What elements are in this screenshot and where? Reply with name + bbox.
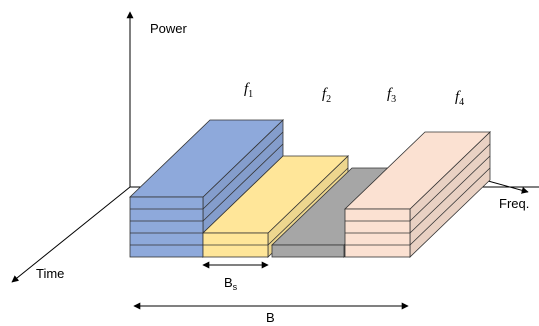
band-block-f4 xyxy=(344,131,491,258)
time-axis-label: Time xyxy=(36,266,64,281)
band-layer-line xyxy=(409,155,491,234)
band-label-f4: f4 xyxy=(455,89,464,108)
power-axis-label: Power xyxy=(150,21,188,36)
band-layer-line xyxy=(409,143,491,222)
total-bandwidth-label: B xyxy=(266,310,275,325)
band-layer-line xyxy=(202,143,284,222)
frequency-bands xyxy=(129,119,491,258)
band-layer-line xyxy=(267,167,349,246)
subband-width-label: Bs xyxy=(224,275,238,292)
band-front-f3 xyxy=(271,244,345,258)
band-label-f3: f3 xyxy=(387,86,396,105)
total-bandwidth-marker: B xyxy=(133,302,409,325)
band-front-f1 xyxy=(129,196,204,258)
time-axis xyxy=(11,186,131,283)
freq-axis-label: Freq. xyxy=(499,196,529,211)
band-layer-line xyxy=(409,167,491,246)
subband-width-marker: Bs xyxy=(202,261,269,292)
band-layer-line xyxy=(202,131,284,210)
band-label-f2: f2 xyxy=(322,86,331,105)
band-block-f1 xyxy=(129,119,284,258)
band-label-f1: f1 xyxy=(244,81,253,100)
